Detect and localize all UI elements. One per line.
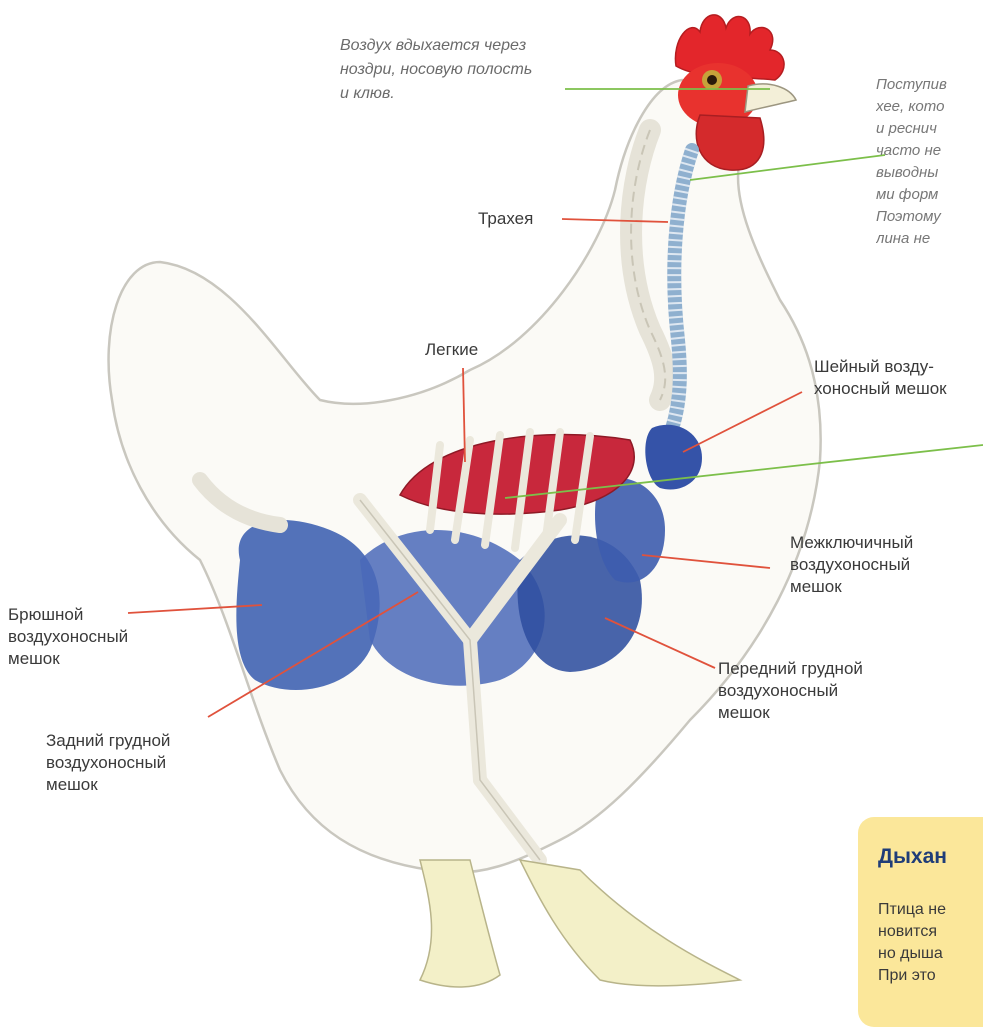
info-box: Дыхан Птица не новится но дыша При это	[858, 817, 983, 1027]
left-foot	[420, 860, 500, 987]
sidebar-line: ми форм	[876, 184, 983, 206]
sidebar-text: Поступив хее, кото и реснич часто не выв…	[876, 74, 983, 314]
info-box-text: Птица не новится но дыша При это	[878, 899, 946, 987]
label-air-intake: Воздух вдыхается через ноздри, носовую п…	[340, 34, 532, 106]
sidebar-line: хее, кото	[876, 96, 983, 118]
label-anterior-thoracic-air-sac: Передний грудной воздухоносный мешок	[718, 658, 863, 724]
info-box-line: но дыша	[878, 943, 946, 965]
label-abdominal-air-sac: Брюшной воздухоносный мешок	[8, 604, 128, 670]
sidebar-line: и реснич	[876, 118, 983, 140]
sidebar-line: Поступив	[876, 74, 983, 96]
label-trachea: Трахея	[478, 208, 533, 230]
info-box-title: Дыхан	[878, 845, 947, 869]
pupil	[707, 75, 717, 85]
label-cervical-air-sac: Шейный возду- хоносный мешок	[814, 356, 947, 400]
info-box-line: Птица не	[878, 899, 946, 921]
info-box-line: При это	[878, 965, 946, 987]
label-posterior-thoracic-air-sac: Задний грудной воздухоносный мешок	[46, 730, 170, 796]
sidebar-line: часто не	[876, 140, 983, 162]
label-lungs: Легкие	[425, 339, 478, 361]
sidebar-line: лина не	[876, 228, 983, 250]
info-box-line: новится	[878, 921, 946, 943]
sidebar-line: выводны	[876, 162, 983, 184]
right-foot	[520, 860, 740, 986]
label-interclavicular-air-sac: Межключичный воздухоносный мешок	[790, 532, 913, 598]
sidebar-line: Поэтому	[876, 206, 983, 228]
